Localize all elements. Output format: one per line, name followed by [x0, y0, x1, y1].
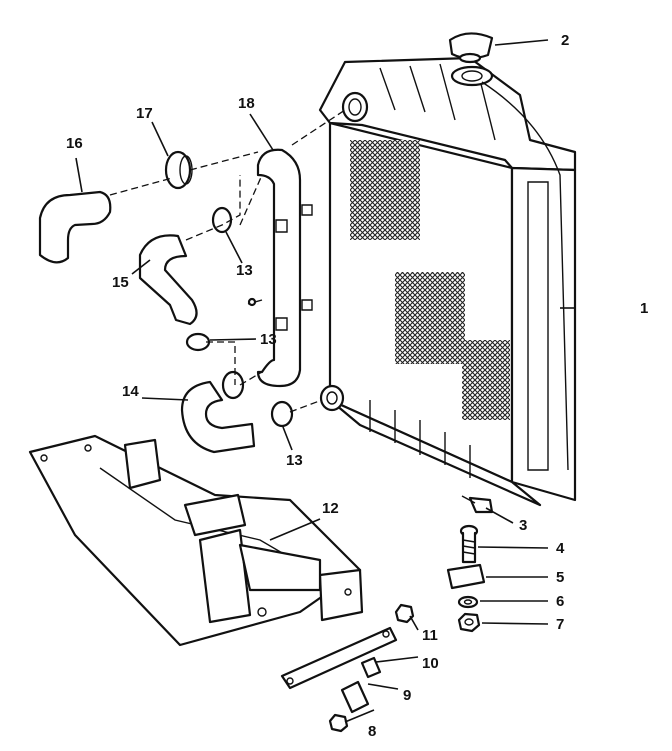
hose-clamp [221, 370, 245, 400]
upper-water-tube [256, 148, 302, 388]
callout-1: 1 [640, 300, 648, 317]
callout-13-middle: 13 [260, 331, 277, 348]
filler-neck [450, 65, 494, 87]
radiator-mounting-bracket [28, 434, 364, 647]
core-mesh-lower [462, 340, 510, 420]
lower-outlet-neck [319, 384, 345, 412]
bypass-hose [138, 234, 198, 326]
hose-clamp [164, 150, 193, 190]
callout-2: 2 [561, 32, 569, 49]
core-mesh-middle [395, 272, 465, 364]
callout-14: 14 [122, 383, 139, 400]
washer [457, 595, 479, 609]
callout-12: 12 [322, 500, 339, 517]
callout-11: 11 [422, 627, 438, 644]
rod-nut [394, 603, 415, 624]
callout-6: 6 [556, 593, 564, 610]
radiator-cap [448, 32, 494, 64]
tube-spacer [340, 680, 370, 714]
radiator-support-rod [280, 626, 398, 690]
upper-inlet-neck [341, 91, 369, 123]
callout-9: 9 [403, 687, 411, 704]
lower-elbow-hose [180, 380, 256, 454]
hose-clamp [211, 206, 233, 234]
core-mesh-upper [350, 140, 420, 240]
hose-clamp [185, 332, 211, 352]
callout-10: 10 [422, 655, 439, 672]
callout-17: 17 [136, 105, 153, 122]
elbow-hose [38, 190, 112, 264]
hose-clamp [270, 400, 294, 428]
callout-15: 15 [112, 274, 129, 291]
callout-5: 5 [556, 569, 564, 586]
callout-8: 8 [368, 723, 376, 740]
callout-13-lower: 13 [286, 452, 303, 469]
callout-4: 4 [556, 540, 565, 557]
mounting-plate [446, 563, 486, 590]
callout-3: 3 [519, 517, 527, 534]
spacer [360, 656, 382, 679]
callout-13-upper: 13 [236, 262, 253, 279]
callout-18: 18 [238, 95, 255, 112]
mounting-bolt [459, 524, 479, 564]
callout-16: 16 [66, 135, 83, 152]
radiator [318, 56, 577, 507]
nut [457, 612, 481, 633]
rod-bolt [328, 713, 349, 733]
callout-7: 7 [556, 616, 564, 633]
